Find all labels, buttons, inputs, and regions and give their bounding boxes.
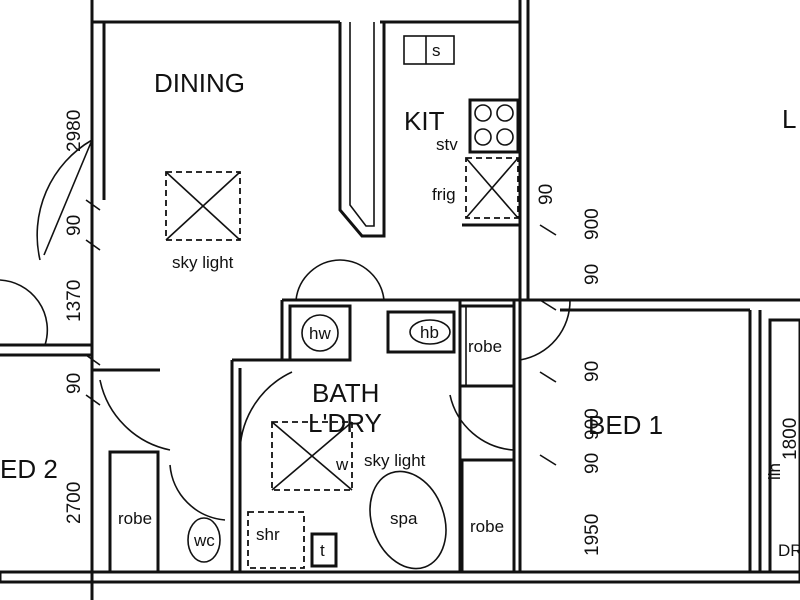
stove-box bbox=[468, 98, 520, 154]
sink-box bbox=[403, 35, 455, 65]
door-arc-wc bbox=[169, 464, 226, 521]
wc-ellipse bbox=[187, 517, 221, 563]
dim-1800: 1800 bbox=[780, 418, 800, 460]
door-arc-bed1 bbox=[519, 299, 571, 361]
dimension-ticks bbox=[85, 199, 557, 466]
room-label-dining: DINING bbox=[154, 68, 245, 98]
label-fridge: frig bbox=[432, 185, 456, 204]
door-arc-hall-top bbox=[295, 259, 341, 301]
room-label-dr-partial: DR bbox=[778, 541, 800, 560]
dim-2980: 2980 bbox=[64, 110, 85, 152]
label-hand-basin: hb bbox=[420, 323, 439, 342]
door-arc-bed1-robe bbox=[449, 394, 515, 451]
room-label-living-partial: L bbox=[782, 104, 796, 134]
label-sink: s bbox=[432, 41, 441, 60]
label-washer: w bbox=[335, 455, 349, 474]
door-arc-bed2 bbox=[99, 379, 171, 451]
dim-900-a: 900 bbox=[582, 208, 603, 240]
door-arc-dining bbox=[36, 139, 93, 261]
label-spa: spa bbox=[390, 509, 418, 528]
room-label-bed1: BED 1 bbox=[588, 410, 663, 440]
label-robe-bottom: robe bbox=[470, 517, 504, 536]
dim-90-b: 90 bbox=[64, 373, 85, 394]
door-leaf-dining bbox=[43, 139, 93, 256]
skylight-bath-shape bbox=[271, 421, 353, 491]
spa-ellipse bbox=[369, 470, 447, 570]
label-skylight-dining: sky light bbox=[172, 253, 234, 272]
bottom-wall bbox=[0, 570, 800, 584]
kitchen-fixtures bbox=[403, 35, 520, 227]
dim-90-c: 90 bbox=[536, 184, 557, 205]
room-label-kit: KIT bbox=[404, 106, 445, 136]
burner-2 bbox=[496, 104, 514, 122]
room-label-bed2: ED 2 bbox=[0, 454, 58, 484]
bed1-robe-right bbox=[768, 318, 800, 574]
kitchen-partition bbox=[338, 22, 386, 238]
label-stove: stv bbox=[436, 135, 458, 154]
burner-4 bbox=[496, 128, 514, 146]
label-skylight-bath: sky light bbox=[364, 451, 426, 470]
hand-basin-ellipse bbox=[409, 319, 451, 345]
dim-90-e: 90 bbox=[582, 361, 603, 382]
door-arc-bath bbox=[239, 371, 293, 451]
door-arc-bed2-partial bbox=[0, 279, 49, 346]
dim-1950: 1950 bbox=[582, 514, 603, 556]
hot-water-circle bbox=[301, 314, 339, 352]
dim-90-a: 90 bbox=[64, 215, 85, 236]
robe-left-box bbox=[108, 450, 160, 574]
dim-2700: 2700 bbox=[64, 482, 85, 524]
bath-fixtures bbox=[108, 304, 800, 574]
label-hot-water: hw bbox=[309, 324, 331, 343]
hw-box bbox=[288, 304, 352, 362]
label-wc: wc bbox=[193, 531, 215, 550]
label-toilet: t bbox=[320, 541, 325, 560]
burner-3 bbox=[474, 128, 492, 146]
dim-900-b: 900 bbox=[582, 408, 603, 440]
fridge-box bbox=[465, 157, 519, 219]
shower-box bbox=[247, 511, 305, 569]
toilet-box bbox=[310, 532, 338, 568]
dim-90-f: 90 bbox=[582, 453, 603, 474]
burner-1 bbox=[474, 104, 492, 122]
label-linen: lin bbox=[765, 463, 784, 480]
skylight-dining-shape bbox=[165, 171, 241, 241]
kitchen-partition-inner bbox=[349, 22, 375, 227]
doors bbox=[0, 139, 571, 521]
robe-bottom-box bbox=[460, 458, 516, 574]
label-robe-top: robe bbox=[468, 337, 502, 356]
hb-box bbox=[386, 310, 456, 354]
label-shower: shr bbox=[256, 525, 280, 544]
dim-90-d: 90 bbox=[582, 264, 603, 285]
dim-1370: 1370 bbox=[64, 280, 85, 322]
robe-top-box bbox=[458, 304, 516, 388]
room-label-lndry: L'DRY bbox=[308, 408, 382, 438]
label-robe-left: robe bbox=[118, 509, 152, 528]
room-label-bath: BATH bbox=[312, 378, 379, 408]
door-arc-hall-top-2 bbox=[339, 259, 385, 301]
